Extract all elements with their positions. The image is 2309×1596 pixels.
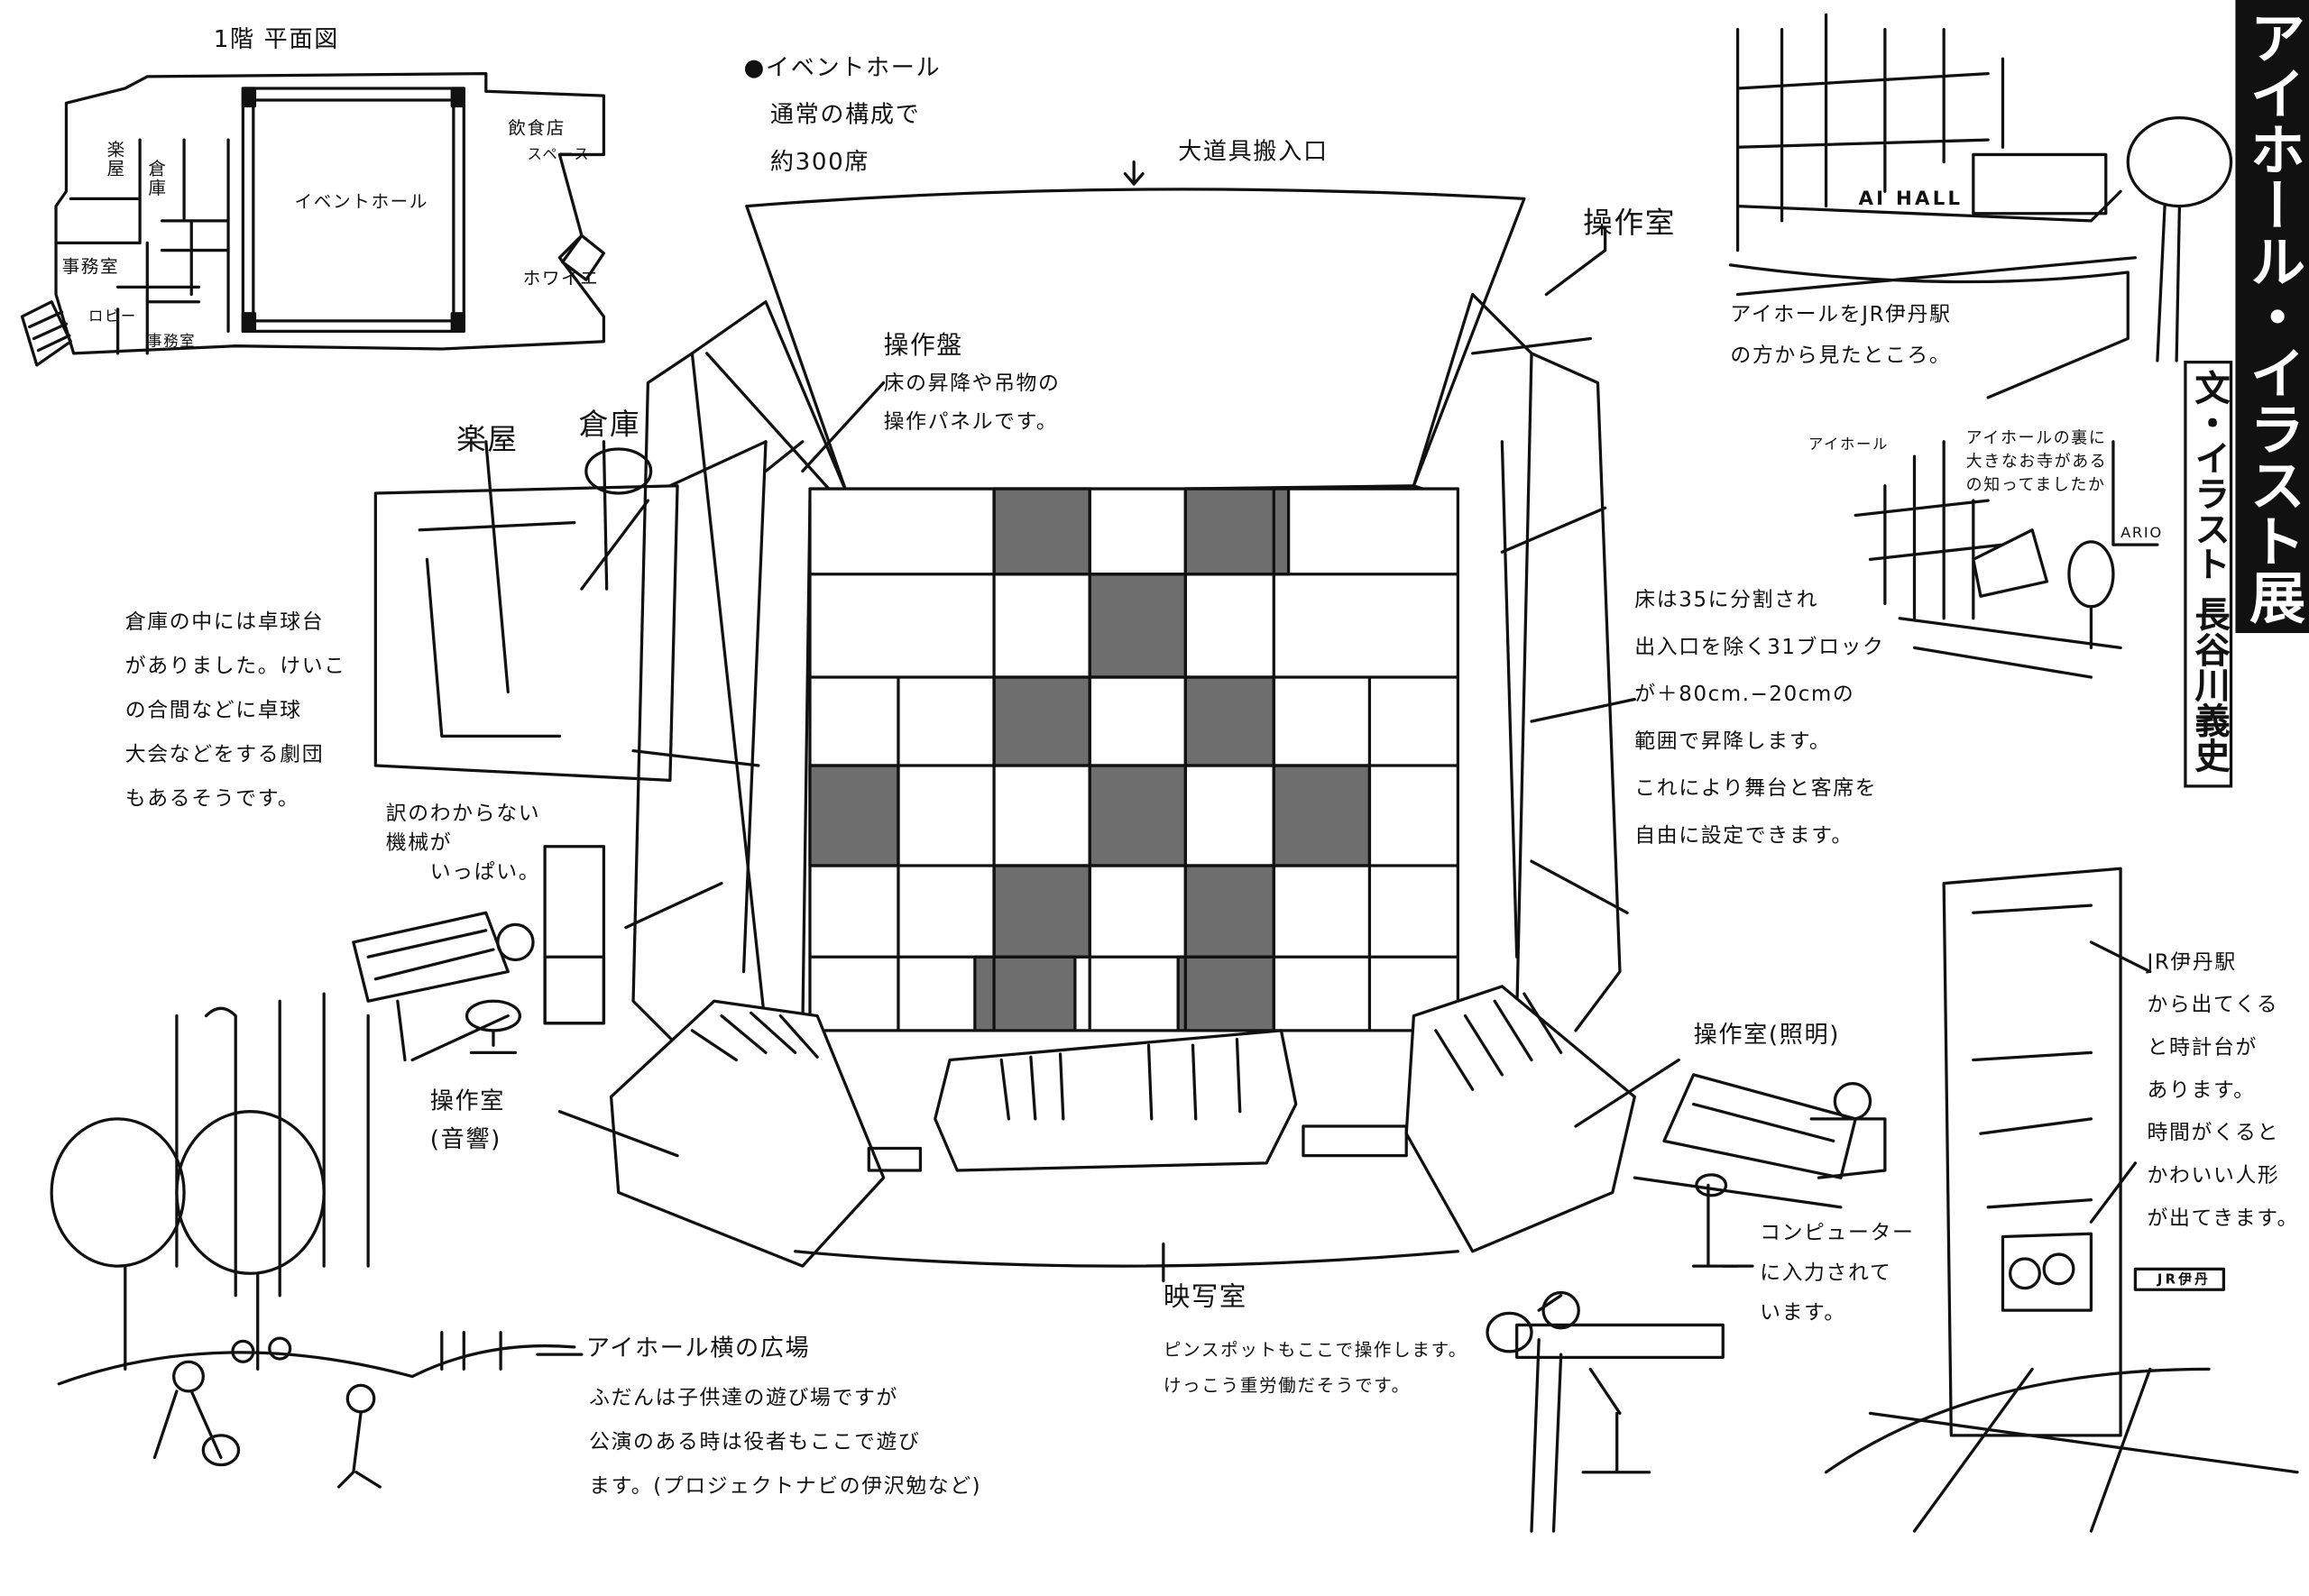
note-line: 約300席 — [769, 147, 870, 176]
note-line: 倉庫の中には卓球台 — [124, 610, 325, 635]
note-line: から出てくる — [2147, 994, 2279, 1018]
note-line: 範囲で昇降します。 — [1634, 729, 1832, 754]
note-line: (音響) — [429, 1124, 501, 1153]
plaza-note: ふだんは子供達の遊び場ですが 公演のある時は役者もここで遊び ます。(プロジェク… — [589, 1377, 981, 1509]
note-line: あります。 — [2147, 1078, 2256, 1103]
note-line: 操作盤 — [883, 331, 963, 362]
note-line: の知ってましたか — [1965, 475, 2106, 495]
projection-note: ピンスポットもここで操作します。 けっこう重労働だそうです。 — [1164, 1333, 1467, 1403]
note-line: 操作室 — [429, 1086, 506, 1114]
ai-hall-building-sketch — [1728, 13, 2233, 679]
note-line: かわいい人形 — [2147, 1164, 2280, 1188]
room-event-hall: イベントホール — [294, 191, 429, 213]
note-line: いっぱい。 — [429, 861, 541, 885]
note-line: ピンスポットもここで操作します。 — [1163, 1339, 1468, 1361]
computer-note: コンピューター に入力されて います。 — [1760, 1215, 1914, 1334]
ario-label: ARIO — [2120, 525, 2163, 542]
room-souko: 倉庫 — [145, 159, 167, 197]
event-hall-3d-drawing — [557, 160, 1680, 1283]
note-line: 床は35に分割され — [1634, 589, 1819, 613]
note-line: 出入口を除く31ブロック — [1634, 636, 1885, 660]
control-panel-note: 操作盤 床の昇降や吊物の 操作パネルです。 — [884, 326, 1061, 441]
plaza-sketch — [50, 992, 584, 1489]
note-line: コンピューター — [1760, 1222, 1915, 1246]
note-line: の合間などに卓球 — [124, 699, 302, 723]
credit-role: 文・イラスト — [2188, 369, 2230, 582]
note-line: アイホールをJR伊丹駅 — [1730, 303, 1952, 327]
projector-operator-sketch — [1486, 1290, 1725, 1533]
note-line: 大きなお寺がある — [1965, 452, 2108, 472]
event-hall-note: ●イベントホール 通常の構成で 約300席 — [744, 44, 942, 186]
station-view-note: アイホールをJR伊丹駅 の方から見たところ。 — [1730, 295, 1951, 377]
note-line: がありました。けいこ — [124, 655, 346, 679]
loading-door-label: 大道具搬入口 — [1178, 136, 1329, 165]
note-line: 機械が — [385, 831, 453, 856]
note-line: います。 — [1760, 1301, 1846, 1325]
sound-room-label: 操作室 (音響) — [430, 1082, 505, 1159]
room-restaurant: 飲食店 — [508, 117, 566, 139]
note-line: もあるそうです。 — [124, 787, 300, 812]
note-line: 床の昇降や吊物の — [883, 372, 1061, 397]
note-line: と時計台が — [2147, 1036, 2258, 1060]
ai-hall-small-label: アイホール — [1808, 436, 1889, 454]
projection-room-label: 映写室 — [1163, 1282, 1247, 1314]
note-line: が＋80cm.−20cmの — [1634, 683, 1855, 707]
clock-tower-note: JR伊丹駅 から出てくる と時計台が あります。 時間がくると かわいい人形 が… — [2147, 942, 2298, 1241]
note-line: 通常の構成で — [769, 100, 921, 129]
machines-sketch — [352, 845, 606, 1062]
note-line: の方から見たところ。 — [1730, 344, 1952, 369]
room-foyer: ホワイエ — [522, 268, 600, 289]
room-office-1: 事務室 — [61, 256, 120, 277]
floor-plan-heading: 1階 平面図 — [213, 24, 339, 53]
note-line: けっこう重労働だそうです。 — [1163, 1374, 1411, 1396]
dressing-room-sketch — [373, 440, 679, 782]
plaza-title: アイホール横の広場 — [585, 1334, 811, 1362]
note-line: イベントホール — [765, 52, 942, 81]
note-line: アイホールの裏に — [1965, 428, 2107, 448]
control-room-label: 操作室 — [1583, 204, 1677, 241]
note-line: 大会などをする劇団 — [124, 743, 325, 767]
note-line: 公演のある時は役者もここで遊び — [589, 1430, 921, 1455]
machines-note: 訳のわからない 機械が いっぱい。 — [386, 800, 540, 888]
note-line: JR伊丹駅 — [2147, 950, 2237, 975]
lighting-console-sketch — [1633, 1073, 1887, 1268]
page-title: アイホール・イラスト展開図 — [2235, 0, 2309, 634]
light-room-label: 操作室(照明) — [1693, 1020, 1841, 1049]
storage-note: 倉庫の中には卓球台 がありました。けいこ の合間などに卓球 大会などをする劇団 … — [125, 601, 346, 821]
note-line: これにより舞台と客席を — [1634, 777, 1878, 802]
souko-label: 倉庫 — [578, 406, 641, 442]
room-office-2: 事務室 — [147, 334, 197, 351]
floor-plan-drawing — [20, 72, 606, 367]
credit-author: 長谷川義史 — [2188, 596, 2230, 774]
note-line: 操作パネルです。 — [883, 410, 1059, 435]
note-line: 自由に設定できます。 — [1634, 824, 1854, 848]
room-lobby: ロビー — [87, 308, 137, 326]
bullet: ● — [743, 52, 766, 81]
room-gakuya: 楽屋 — [105, 140, 126, 179]
floor-grid — [808, 487, 1460, 1032]
note-line: ます。(プロジェクトナビの伊沢勉など) — [589, 1474, 982, 1500]
floor-note: 床は35に分割され 出入口を除く31ブロック が＋80cm.−20cmの 範囲で… — [1634, 577, 1884, 859]
note-line: ふだんは子供達の遊び場ですが — [589, 1387, 898, 1411]
gakuya-label: 楽屋 — [456, 420, 519, 457]
note-line: に入力されて — [1760, 1261, 1892, 1286]
note-line: 時間がくると — [2147, 1122, 2279, 1146]
credit-box: 文・イラスト 長谷川義史 — [2184, 361, 2233, 788]
clock-tower-sketch — [1824, 867, 2299, 1533]
jr-itami-sign: JR伊丹 — [2157, 1273, 2212, 1289]
note-line: 訳のわからない — [385, 802, 541, 826]
temple-note: アイホールの裏に 大きなお寺がある の知ってましたか — [1966, 427, 2108, 497]
note-line: が出てきます。 — [2147, 1206, 2299, 1231]
room-restaurant-space: スペース — [527, 147, 591, 164]
ai-hall-sign: AI HALL — [1858, 188, 1964, 211]
